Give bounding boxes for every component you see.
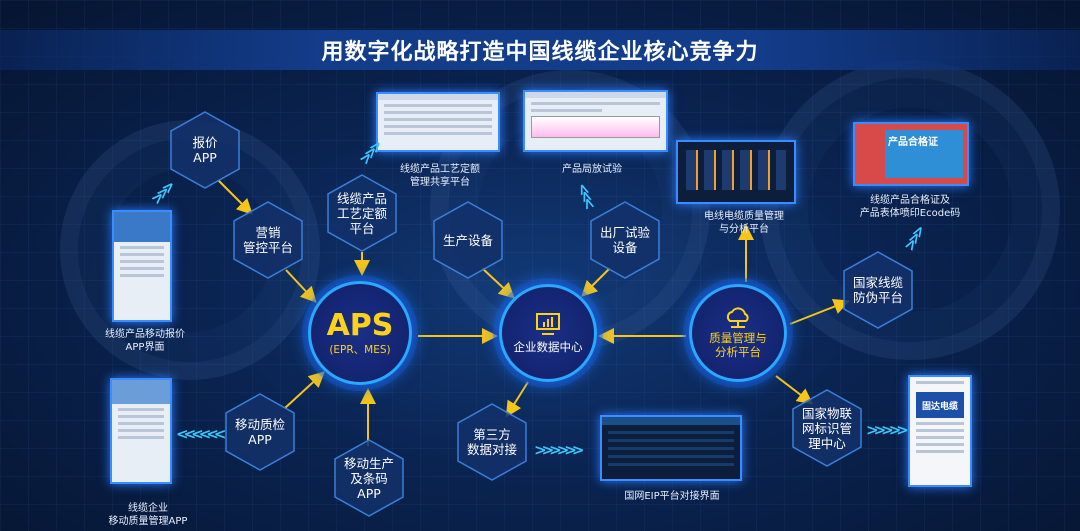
hex-label: 报价 APP: [192, 135, 218, 165]
hub-data-center[interactable]: 企业数据中心: [499, 284, 597, 382]
screenshot-eip-platform: [600, 415, 742, 481]
caption-partial-discharge: 产品局放试验: [562, 164, 622, 175]
caption-mobile-quality: 线缆企业 移动质量管理APP: [108, 503, 188, 527]
hex-iot-identity-center[interactable]: 国家物联 网标识管 理中心: [791, 388, 863, 468]
hex-quote-app[interactable]: 报价 APP: [169, 110, 241, 190]
hex-third-party-integration[interactable]: 第三方 数据对接: [456, 402, 528, 482]
cloud-network-icon: [726, 307, 749, 328]
company-logo: 固达电缆: [916, 392, 964, 418]
hex-label: 线缆产品 工艺定额 平台: [336, 190, 387, 236]
hex-label: 国家物联 网标识管 理中心: [801, 405, 852, 451]
hex-mobile-production-app[interactable]: 移动生产 及条码 APP: [333, 438, 405, 518]
arrow-quote-to-marketing: [217, 179, 253, 215]
caption-mobile-quote: 线缆产品移动报价 APP界面: [105, 329, 185, 353]
screenshot-certificate: 产品合格证: [853, 122, 969, 186]
arrow-quality-to-anticounterfeit: [789, 298, 850, 325]
screenshot-process-quota: [376, 92, 500, 152]
chevron-flow-icon: >>>>>>: [534, 441, 584, 459]
chevron-flow-icon: <<<<<<: [176, 425, 226, 443]
title-bar: 用数字化战略打造中国线缆企业核心竞争力: [0, 30, 1080, 70]
data-center-label: 企业数据中心: [513, 339, 583, 354]
hex-label: 第三方 数据对接: [466, 427, 517, 457]
aps-subtitle: (EPR、MES): [329, 343, 391, 356]
screenshot-mobile-quote-app: [112, 210, 172, 322]
chevron-flow-icon: >>>>>: [866, 421, 909, 439]
arrow-marketing-to-aps: [285, 269, 317, 303]
hex-factory-test-equipment[interactable]: 出厂试验 设备: [589, 200, 661, 280]
hex-label: 营销 管控平台: [242, 225, 293, 255]
screenshot-mobile-quality-app: [110, 378, 172, 484]
page-title: 用数字化战略打造中国线缆企业核心竞争力: [321, 40, 759, 65]
caption-certificate: 线缆产品合格证及 产品表体喷印Ecode码: [859, 195, 961, 219]
screenshot-iot-identity: 固达电缆: [908, 375, 972, 487]
hex-anti-counterfeit-platform[interactable]: 国家线缆 防伪平台: [842, 250, 914, 330]
hex-label: 出厂试验 设备: [599, 225, 650, 255]
arrow-test-to-dc: [581, 267, 611, 297]
hex-process-quota-platform[interactable]: 线缆产品 工艺定额 平台: [326, 173, 398, 253]
hub-aps[interactable]: APS (EPR、MES): [308, 281, 412, 385]
arrow-dc-to-thirdparty: [505, 381, 529, 418]
screenshot-partial-discharge: [523, 90, 668, 152]
aps-title: APS: [326, 307, 394, 343]
quality-label: 质量管理与 分析平台: [709, 331, 767, 359]
hex-production-equipment[interactable]: 生产设备: [432, 200, 504, 280]
certificate-title: 产品合格证: [885, 130, 963, 178]
caption-quality-analysis: 电线电缆质量管理 与分析平台: [704, 211, 784, 235]
caption-process-share: 线缆产品工艺定额 管理共享平台: [400, 164, 480, 188]
hex-label: 移动质检 APP: [234, 417, 285, 447]
hex-label: 生产设备: [442, 232, 493, 248]
hex-mobile-qc-app[interactable]: 移动质检 APP: [224, 392, 296, 472]
hex-label: 移动生产 及条码 APP: [343, 455, 394, 501]
screenshot-quality-dashboard: [676, 140, 796, 204]
monitor-chart-icon: [536, 312, 560, 335]
arrow-mobileqc-to-aps: [284, 371, 325, 409]
arrow-equipment-to-dc: [481, 267, 515, 299]
hex-label: 国家线缆 防伪平台: [852, 275, 903, 305]
arrow-quality-to-iot: [775, 375, 814, 405]
hex-marketing-platform[interactable]: 营销 管控平台: [232, 200, 304, 280]
hub-quality-platform[interactable]: 质量管理与 分析平台: [689, 284, 787, 382]
caption-eip: 国网EIP平台对接界面: [624, 491, 720, 502]
